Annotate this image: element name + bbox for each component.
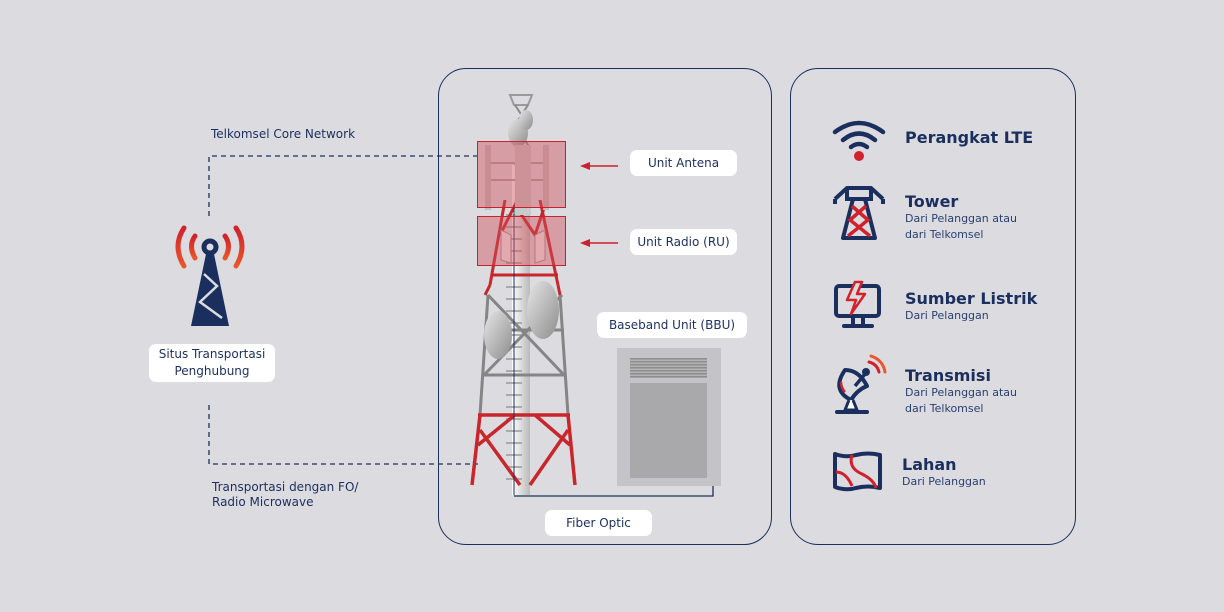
unit-antena-arrow xyxy=(580,162,618,170)
legend-sub-land-line1: Dari Pelanggan xyxy=(902,475,986,488)
legend-sub-transmission: Dari Pelanggan atau dari Telkomsel xyxy=(905,385,1017,417)
unit-antena-highlight xyxy=(477,141,566,208)
legend-sub-transmission-line1: Dari Pelanggan atau xyxy=(905,386,1018,399)
monitor-power-icon xyxy=(834,280,881,328)
transport-label: Transportasi dengan FO/ Radio Microwave xyxy=(212,480,358,510)
legend-sub-tower-line2: dari Telkomsel xyxy=(905,228,984,241)
legend-title-transmission: Transmisi xyxy=(905,366,991,385)
unit-radio-label: Unit Radio (RU) xyxy=(630,229,737,255)
unit-antena-label: Unit Antena xyxy=(630,150,737,176)
legend-sub-tower-line1: Dari Pelanggan atau xyxy=(905,212,1018,225)
site-label-line1: Situs Transportasi xyxy=(158,347,266,361)
transport-label-line1: Transportasi dengan FO/ xyxy=(212,480,359,494)
site-equipment-panel xyxy=(438,68,772,545)
legend-sub-power-line1: Dari Pelanggan xyxy=(905,309,989,322)
transport-dashed-line xyxy=(208,405,478,465)
legend-panel xyxy=(790,68,1076,545)
bbu-vent xyxy=(630,358,707,378)
legend-title-power: Sumber Listrik xyxy=(905,289,1038,308)
bbu-cabinet xyxy=(617,348,721,486)
legend-title-land: Lahan xyxy=(902,455,957,474)
core-network-dashed-line xyxy=(208,155,478,216)
cell-tower-illustration xyxy=(470,94,577,495)
wifi-icon xyxy=(832,120,886,161)
fiber-optic-line xyxy=(514,485,714,497)
bbu-label: Baseband Unit (BBU) xyxy=(597,312,747,338)
unit-radio-arrow xyxy=(580,239,618,247)
tower-icon xyxy=(833,186,885,240)
unit-radio-highlight xyxy=(477,216,566,266)
satellite-dish-icon xyxy=(835,354,887,414)
bbu-front-panel xyxy=(630,383,707,478)
legend-title-lte: Perangkat LTE xyxy=(905,128,1034,147)
legend-title-tower: Tower xyxy=(905,192,959,211)
legend-sub-transmission-line2: dari Telkomsel xyxy=(905,402,984,415)
site-label: Situs Transportasi Penghubung xyxy=(149,344,275,382)
core-network-label: Telkomsel Core Network xyxy=(211,127,356,141)
radio-tower-icon xyxy=(175,225,245,326)
site-label-line2: Penghubung xyxy=(174,364,250,378)
land-map-icon xyxy=(833,451,882,492)
legend-sub-tower: Dari Pelanggan atau dari Telkomsel xyxy=(905,211,1017,243)
legend-sub-power: Dari Pelanggan xyxy=(905,308,989,324)
transport-label-line2: Radio Microwave xyxy=(212,495,314,509)
fiber-optic-label: Fiber Optic xyxy=(545,510,652,536)
legend-sub-land: Dari Pelanggan xyxy=(902,474,986,490)
